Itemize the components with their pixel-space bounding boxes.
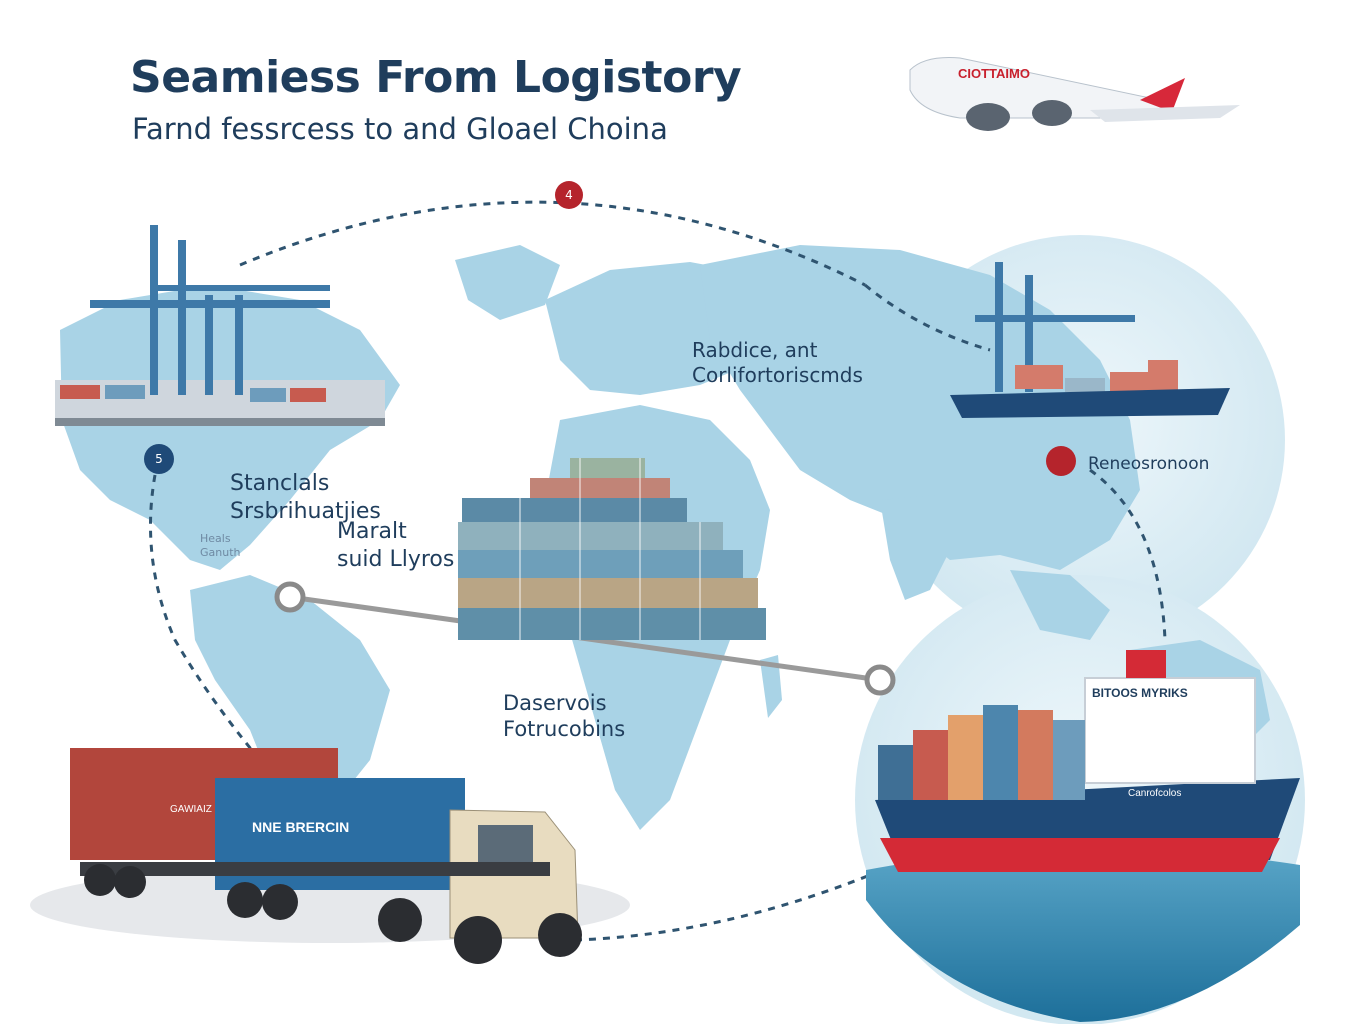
container [1148, 360, 1178, 392]
label-small-note-line1: Heals [200, 532, 231, 545]
route-badge-top[interactable]: 4 [555, 181, 583, 209]
label-daservois-line2: Fotrucobins [503, 717, 626, 742]
route-west-coast [149, 474, 262, 761]
ship-funnel [1126, 650, 1166, 678]
label-market: Maralt suid Llyros [337, 518, 454, 573]
ship-container [913, 730, 948, 800]
ship-container [1053, 720, 1085, 800]
stack-row-6 [530, 478, 670, 498]
landmass-india [880, 495, 955, 600]
truck-wheel [114, 866, 146, 898]
ship-hull-text: Canrofcolos [1128, 788, 1181, 799]
airplane-icon: CIOTTAIMO [909, 57, 1240, 131]
port-crane-icon [55, 225, 385, 426]
stack-row-1 [458, 608, 766, 640]
container [1110, 372, 1155, 392]
page-subtitle: Farnd fessrcess to and Gloael Choina [132, 112, 668, 146]
crane-leg [1025, 275, 1033, 392]
ship-bridge-text: BITOOS MYRIKS [1092, 686, 1188, 700]
plane-tail [1140, 78, 1185, 112]
crane-leg [235, 295, 243, 395]
truck-wheel [227, 882, 263, 918]
label-small-note: Heals Ganuth [200, 532, 241, 561]
container [1065, 378, 1105, 392]
container-stack-icon [458, 458, 766, 640]
label-radice-line1: Rabdice, ant [692, 338, 818, 362]
label-standards-line1: Stanclals [230, 471, 330, 496]
stack-row-5 [462, 498, 687, 522]
stack-row-3 [458, 550, 743, 578]
dock-base [55, 418, 385, 426]
ship-container [1018, 710, 1053, 800]
connector-node-west[interactable] [274, 581, 306, 613]
label-standards: Stanclals Srsbrihuatjies [230, 470, 381, 525]
ship-hull [950, 388, 1230, 418]
crane-leg [205, 295, 213, 395]
label-daservois: Daservois Fotrucobins [503, 690, 625, 743]
container [60, 385, 100, 399]
label-radice-line2: Corlifortoriscmds [692, 363, 863, 387]
stack-row-7 [570, 458, 645, 478]
label-daservois-line1: Daservois [503, 691, 607, 715]
label-small-note-line2: Ganuth [200, 546, 241, 560]
truck-chassis [80, 862, 550, 876]
route-east-asia [1089, 468, 1167, 641]
sea [866, 848, 1300, 1022]
crane-boom [90, 300, 330, 308]
truck-container-left-text: GAWIAIZ [170, 804, 212, 815]
container [290, 388, 326, 402]
label-radice: Rabdice, ant Corlifortoriscmds [692, 338, 863, 388]
truck-wheel [378, 898, 422, 942]
connector-node-east[interactable] [864, 664, 896, 696]
ship-container [948, 715, 983, 800]
truck-icon: GAWIAIZ NNE BRERCIN [30, 748, 630, 964]
container [1015, 365, 1063, 389]
container [105, 385, 145, 399]
label-reneo: Reneosronoon [1088, 454, 1210, 474]
plane-livery-text: CIOTTAIMO [958, 66, 1030, 81]
ship-container [983, 705, 1018, 800]
label-market-line2: suid Llyros [337, 546, 455, 572]
landmass-madagascar [760, 655, 782, 718]
ship-container [878, 745, 913, 800]
plane-engine [966, 103, 1010, 131]
truck-wheel [454, 916, 502, 964]
route-badge-west[interactable]: 5 [144, 444, 174, 474]
crane-boom [150, 285, 330, 291]
truck-wheel [84, 864, 116, 896]
crane-leg [178, 240, 186, 395]
plane-engine [1032, 100, 1072, 126]
container-ship: BITOOS MYRIKS Canrofcolos [866, 650, 1300, 1022]
stack-row-4 [458, 522, 723, 550]
page-title: Seamiess From Logistory [130, 52, 742, 103]
landmass-north-america [60, 285, 400, 570]
container [250, 388, 286, 402]
plane-wing [1090, 105, 1240, 122]
crane-leg [995, 262, 1003, 392]
route-asia-link [864, 283, 991, 352]
landmass-southeast-asia [1010, 570, 1110, 640]
truck-windshield [478, 825, 533, 863]
landmass-greenland [455, 245, 560, 320]
ship-waterline [880, 838, 1280, 872]
landmass-south-america [190, 575, 390, 820]
ship-bridge [1084, 677, 1256, 784]
stack-row-2 [458, 578, 758, 608]
label-standards-line2: Srsbrihuatjies [230, 498, 381, 524]
truck-container-right-text: NNE BRERCIN [252, 819, 349, 835]
route-badge-east[interactable] [1046, 446, 1076, 476]
crane-leg [150, 225, 158, 395]
cargo-ship-icon [950, 262, 1230, 418]
truck-wheel [538, 913, 582, 957]
label-market-line1: Maralt [337, 519, 407, 544]
truck-wheel [262, 884, 298, 920]
crane-boom [975, 315, 1135, 322]
